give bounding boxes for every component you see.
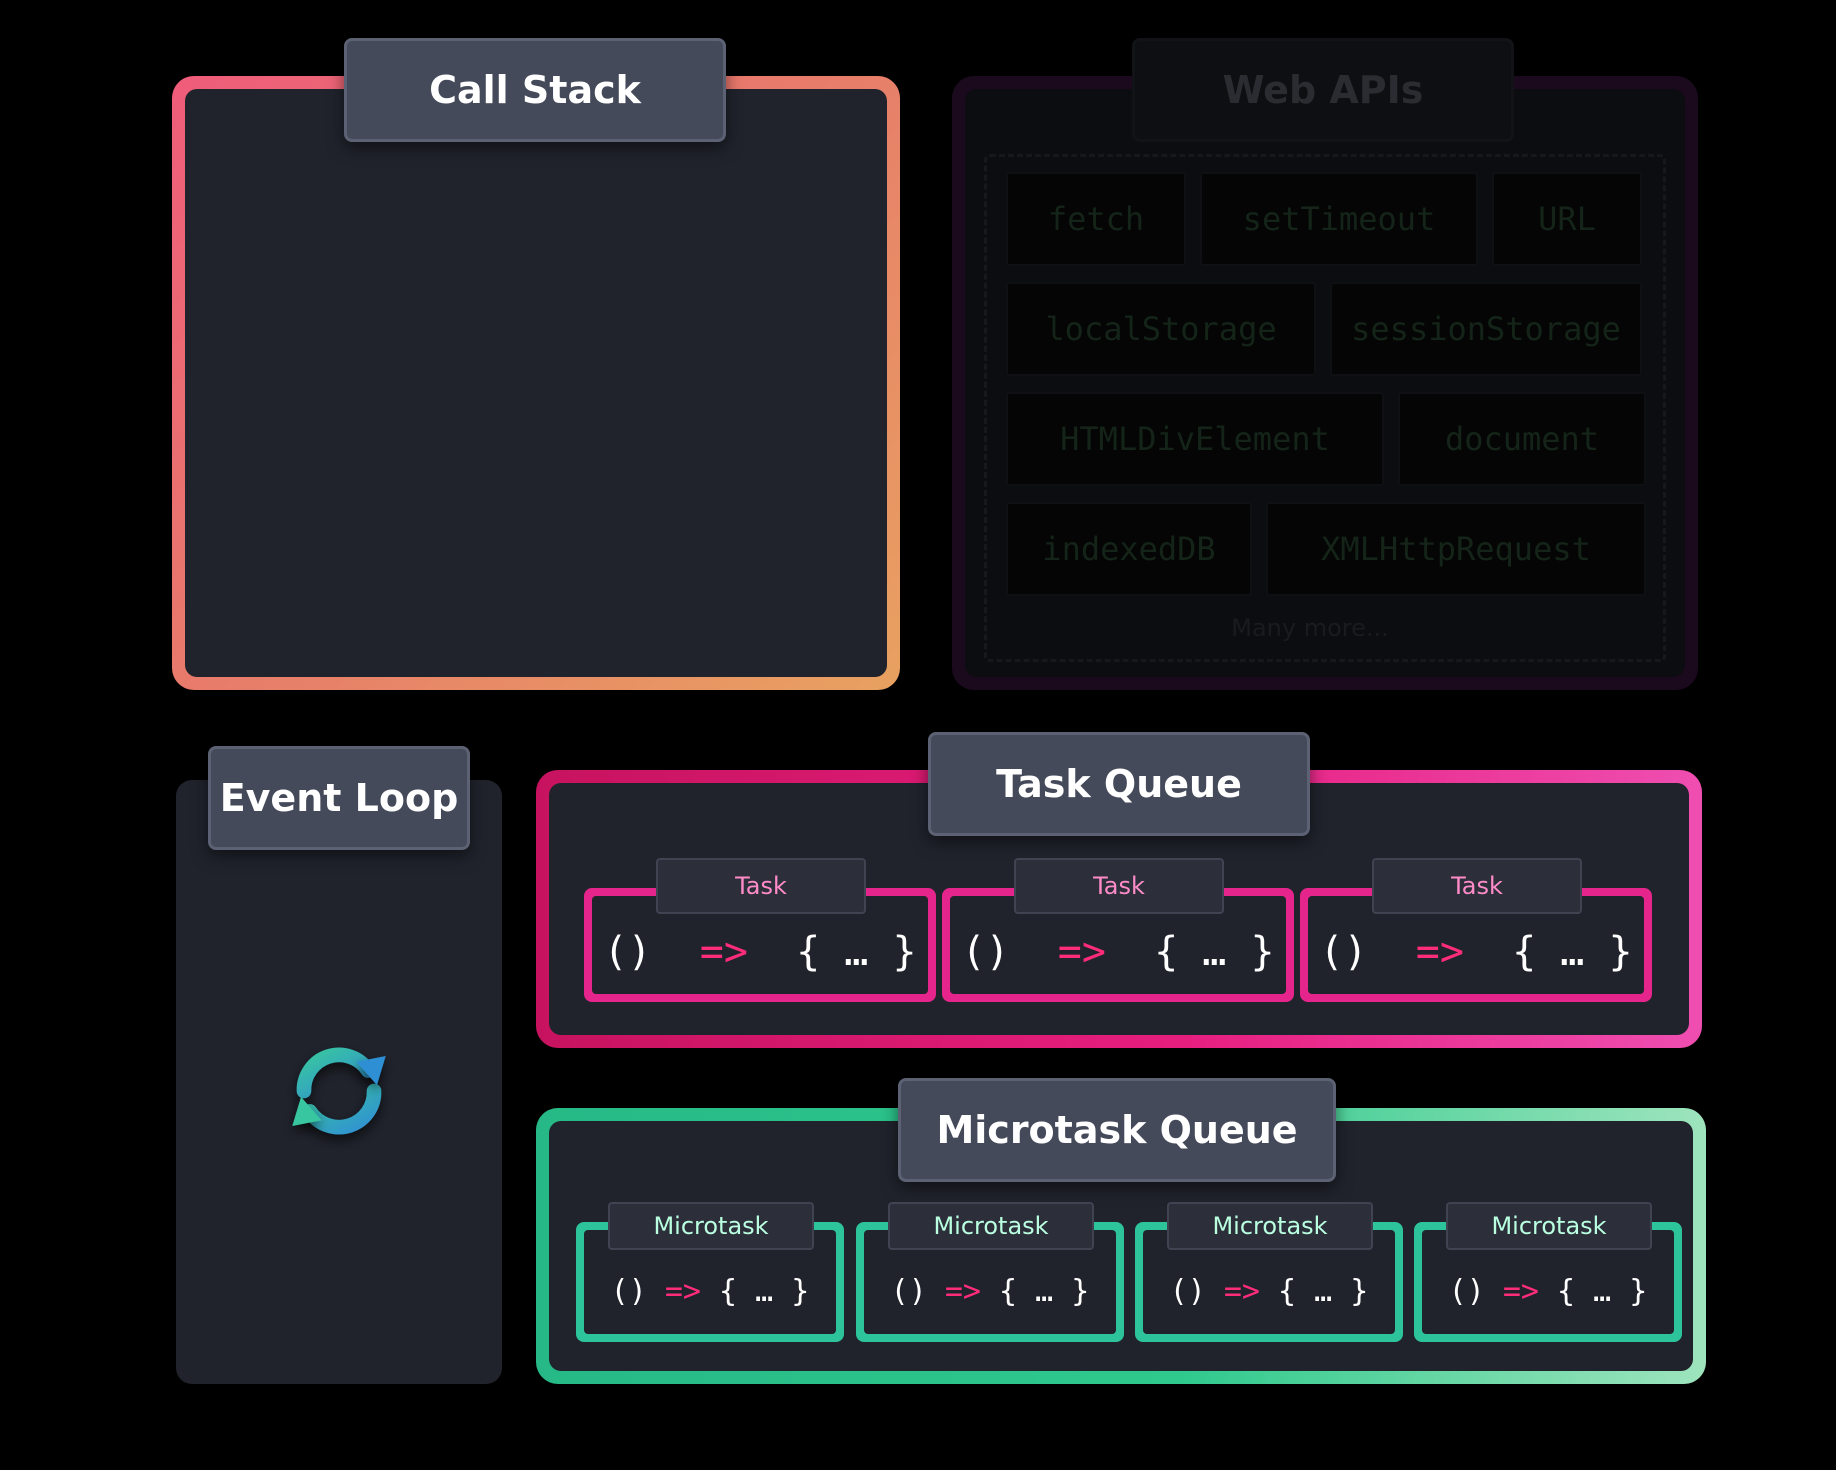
callback-arrow: => bbox=[1223, 1273, 1260, 1309]
callback-params: () bbox=[1169, 1273, 1206, 1309]
callback-arrow: => bbox=[699, 929, 748, 975]
callback-body: { … } bbox=[1512, 929, 1633, 975]
api-tile-url: URL bbox=[1492, 172, 1642, 266]
microtask-label: Microtask bbox=[1446, 1202, 1652, 1250]
callback-body: { … } bbox=[999, 1273, 1090, 1309]
microtask-label: Microtask bbox=[1167, 1202, 1373, 1250]
call-stack-title: Call Stack bbox=[344, 38, 726, 142]
callback-code: () => { … } bbox=[1143, 1230, 1395, 1334]
task-label: Task bbox=[1014, 858, 1224, 914]
task-label: Task bbox=[656, 858, 866, 914]
microtask-label: Microtask bbox=[608, 1202, 814, 1250]
callback-body: { … } bbox=[1557, 1273, 1648, 1309]
refresh-cycle-icon bbox=[292, 1047, 386, 1135]
task-queue-title: Task Queue bbox=[928, 732, 1310, 836]
task-card: () => { … } bbox=[1300, 888, 1652, 1002]
callback-body: { … } bbox=[796, 929, 917, 975]
callback-code: () => { … } bbox=[950, 896, 1286, 994]
web-apis-title: Web APIs bbox=[1132, 38, 1514, 142]
api-tile-sessionstorage: sessionStorage bbox=[1330, 282, 1642, 376]
api-tile-fetch: fetch bbox=[1006, 172, 1186, 266]
event-loop-panel bbox=[176, 780, 502, 1384]
callback-body: { … } bbox=[719, 1273, 810, 1309]
callback-body: { … } bbox=[1278, 1273, 1369, 1309]
callback-params: () bbox=[1319, 929, 1368, 975]
callback-arrow: => bbox=[1415, 929, 1464, 975]
event-loop-title: Event Loop bbox=[208, 746, 470, 850]
api-tile-indexeddb: indexedDB bbox=[1006, 502, 1252, 596]
web-apis-grid bbox=[984, 154, 1666, 662]
call-stack-panel bbox=[172, 76, 900, 690]
api-tile-htmldivelement: HTMLDivElement bbox=[1006, 392, 1384, 486]
api-tile-settimeout: setTimeout bbox=[1200, 172, 1478, 266]
api-tile-localstorage: localStorage bbox=[1006, 282, 1316, 376]
web-apis-more-label: Many more... bbox=[1231, 614, 1389, 642]
microtask-label: Microtask bbox=[888, 1202, 1094, 1250]
callback-arrow: => bbox=[1502, 1273, 1539, 1309]
call-stack-area bbox=[185, 89, 887, 677]
callback-arrow: => bbox=[664, 1273, 701, 1309]
callback-body: { … } bbox=[1154, 929, 1275, 975]
callback-params: () bbox=[610, 1273, 647, 1309]
api-tile-document: document bbox=[1398, 392, 1646, 486]
callback-params: () bbox=[961, 929, 1010, 975]
callback-arrow: => bbox=[1057, 929, 1106, 975]
api-tile-xmlhttprequest: XMLHttpRequest bbox=[1266, 502, 1646, 596]
callback-params: () bbox=[890, 1273, 927, 1309]
callback-arrow: => bbox=[944, 1273, 981, 1309]
callback-params: () bbox=[1448, 1273, 1485, 1309]
callback-params: () bbox=[603, 929, 652, 975]
microtask-queue-title: Microtask Queue bbox=[898, 1078, 1336, 1182]
task-label: Task bbox=[1372, 858, 1582, 914]
